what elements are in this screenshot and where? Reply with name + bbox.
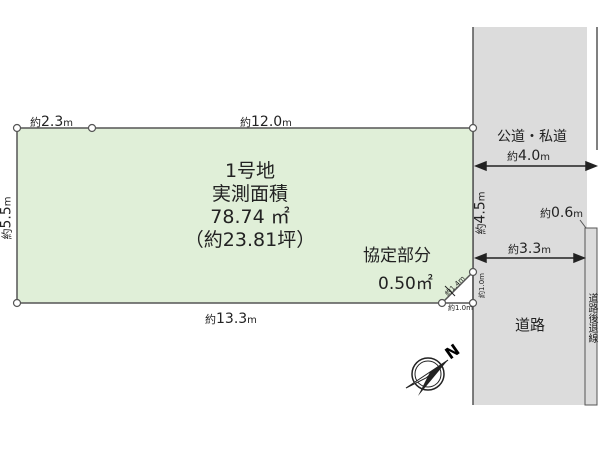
dim-right: 約4.5m bbox=[472, 191, 489, 235]
area-tsubo: （約23.81坪） bbox=[184, 229, 316, 251]
road-area bbox=[473, 27, 587, 405]
area-label: 実測面積 bbox=[211, 183, 288, 205]
plot-lot-1 bbox=[16, 127, 474, 304]
dim-left: 約5.5m bbox=[0, 196, 15, 240]
agreement-area: 0.50㎡ bbox=[378, 274, 433, 294]
road-name: 道路 bbox=[515, 316, 546, 334]
agreement-side-vertical: 約1.0m bbox=[477, 273, 486, 298]
agreement-label: 協定部分 bbox=[363, 246, 431, 266]
svg-text:N: N bbox=[441, 340, 463, 363]
plot-name: 1号地 bbox=[224, 160, 276, 182]
dim-bottom: 約13.3m bbox=[205, 311, 257, 327]
setback-line-label: 道路後退線 bbox=[586, 293, 597, 343]
dimension-arrows bbox=[444, 160, 599, 297]
road-width: 約4.0m bbox=[507, 148, 551, 164]
setback-width: 約0.6m bbox=[540, 205, 584, 221]
agreement-side-horizontal: 約1.0m bbox=[448, 304, 473, 312]
road-type-label: 公道・私道 bbox=[497, 129, 567, 145]
corner-markers bbox=[12, 123, 478, 308]
setback-strip bbox=[584, 227, 598, 406]
plot-info: 1号地 実測面積 78.74 ㎡ （約23.81坪） bbox=[160, 160, 340, 252]
dim-top-main: 約12.0m bbox=[240, 114, 292, 130]
dim-top-left: 約2.3m bbox=[30, 114, 74, 130]
road-width-after: 約3.3m bbox=[508, 241, 552, 257]
north-compass-icon: N bbox=[405, 340, 463, 396]
area-value: 78.74 ㎡ bbox=[210, 206, 290, 228]
